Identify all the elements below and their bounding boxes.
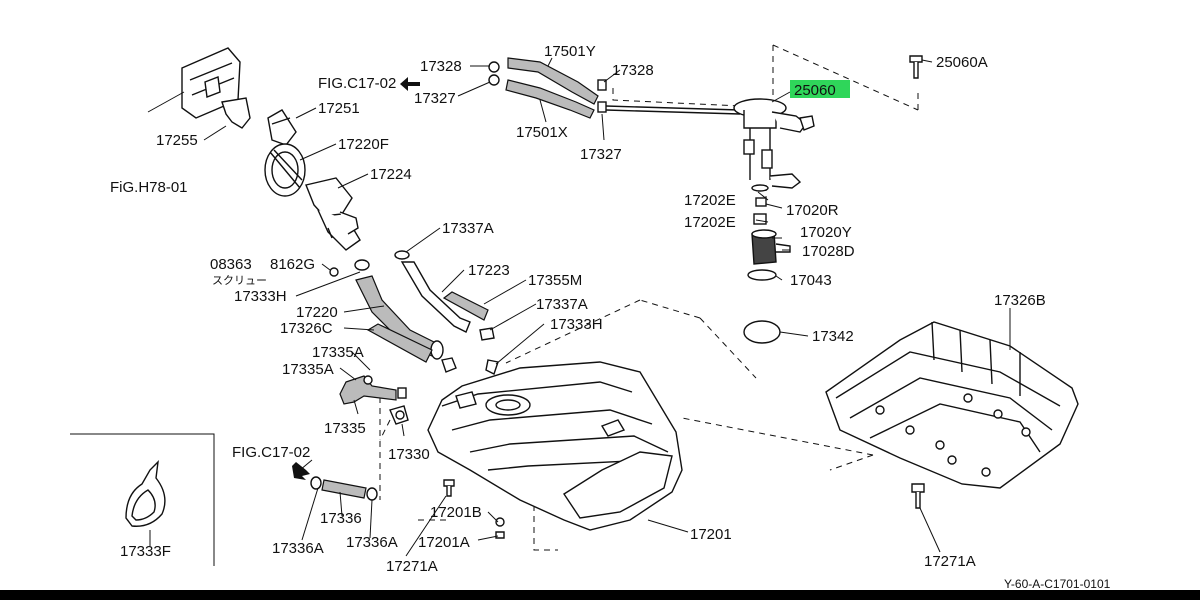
label-17028D: 17028D [802, 243, 855, 260]
label-17342: 17342 [812, 328, 854, 345]
fig-ref-c17-left: FIG.C17-02 [232, 444, 310, 461]
label-17201B: 17201B [430, 504, 482, 521]
label-17337A-top: 17337A [442, 220, 494, 237]
label-17336A-right: 17336A [346, 534, 398, 551]
drawing-code: Y-60-A-C1701-0101 [1004, 577, 1111, 591]
label-17020Y: 17020Y [800, 224, 852, 241]
hose-17326C [366, 323, 433, 363]
label-17255: 17255 [156, 132, 198, 149]
label-17224: 17224 [370, 166, 412, 183]
fuel-tank [427, 361, 683, 531]
label-17335A-upper: 17335A [312, 344, 364, 361]
label-17328-right: 17328 [612, 62, 654, 79]
inset-box [70, 433, 215, 566]
screw-note: スクリュー [212, 274, 267, 287]
label-17326C: 17326C [280, 320, 333, 337]
hose-17336 [310, 476, 378, 501]
label-17223: 17223 [468, 262, 510, 279]
part-labels: 25060A 25060 17328 17501Y 17328 17327 17… [120, 43, 1046, 575]
clamps-middle [329, 250, 499, 375]
figure-references: FIG.C17-02 FiG.H78-01 FIG.C17-02 [110, 75, 396, 461]
vent-hose-17501Y [507, 57, 599, 105]
bottom-border-bar [0, 590, 1200, 600]
filler-ring [264, 143, 306, 197]
label-8162G: 8162G [270, 256, 315, 273]
drain-fitting-17330 [389, 405, 409, 425]
tank-bolts [443, 479, 505, 539]
label-17328-left: 17328 [420, 58, 462, 75]
breather-hose-17223 [400, 261, 471, 333]
filler-hose-17220 [355, 275, 444, 360]
label-17251: 17251 [318, 100, 360, 117]
pump-filter-parts [743, 197, 791, 344]
skid-plate [825, 321, 1079, 489]
vent-hose-17501X [505, 79, 595, 119]
label-25060A: 25060A [936, 54, 988, 71]
label-17336: 17336 [320, 510, 362, 527]
fig-ref-arrow-left [292, 462, 310, 480]
hose-17335 [339, 375, 407, 405]
label-17330: 17330 [388, 446, 430, 463]
hose-17355M [442, 291, 489, 321]
label-17327-left: 17327 [414, 90, 456, 107]
label-17501X: 17501X [516, 124, 568, 141]
label-17333H-left: 17333H [234, 288, 287, 305]
label-25060: 25060 [794, 82, 836, 99]
mounting-bolt-25060A [909, 55, 923, 79]
label-17327-right: 17327 [580, 146, 622, 163]
label-17220: 17220 [296, 304, 338, 321]
label-17336A-left: 17336A [272, 540, 324, 557]
label-17335A-lower: 17335A [282, 361, 334, 378]
label-08363: 08363 [210, 256, 252, 273]
label-17043: 17043 [790, 272, 832, 289]
leader-lines [149, 57, 1011, 557]
fuel-pump-assembly [733, 98, 815, 192]
label-17333H-right: 17333H [550, 316, 603, 333]
label-17271A-left: 17271A [386, 558, 438, 575]
label-17201A: 17201A [418, 534, 470, 551]
label-17201: 17201 [690, 526, 732, 543]
label-17333F: 17333F [120, 543, 171, 560]
fig-ref-h78: FiG.H78-01 [110, 179, 188, 196]
skid-plate-bolt [911, 483, 925, 509]
filler-cap [267, 109, 297, 146]
label-17335: 17335 [324, 420, 366, 437]
label-17337A-mid: 17337A [536, 296, 588, 313]
label-17355M: 17355M [528, 272, 582, 289]
fig-ref-c17-top: FIG.C17-02 [318, 75, 396, 92]
label-17202E-1: 17202E [684, 192, 736, 209]
hose-clamps-top [488, 61, 741, 115]
clamp-17333F [125, 460, 166, 527]
dashed-guide-lines [379, 44, 919, 551]
label-17501Y: 17501Y [544, 43, 596, 60]
label-17020R: 17020R [786, 202, 839, 219]
filler-lid-bracket [147, 47, 251, 129]
highlight-25060 [790, 80, 850, 98]
filler-neck [305, 177, 361, 251]
label-17271A-right: 17271A [924, 553, 976, 570]
label-17202E-2: 17202E [684, 214, 736, 231]
fig-ref-arrow-top [400, 77, 420, 91]
label-17220F: 17220F [338, 136, 389, 153]
label-17326B: 17326B [994, 292, 1046, 309]
